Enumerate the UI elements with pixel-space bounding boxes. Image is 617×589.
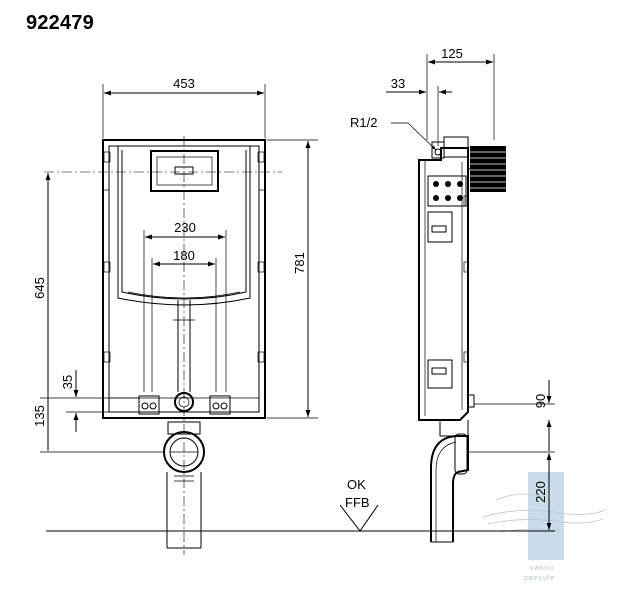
watermark-bar [528, 472, 564, 560]
floor-label-ffb: FFB [345, 495, 370, 510]
dim-453: 453 [173, 76, 195, 91]
front-dimensions: 453 230 180 781 645 35 135 [32, 76, 318, 453]
frame-outline [102, 139, 266, 419]
dim-781: 781 [292, 252, 307, 274]
foot-bracket-left [138, 395, 160, 415]
dim-33: 33 [391, 76, 405, 91]
dim-125: 125 [441, 46, 463, 61]
dim-220: 220 [533, 481, 548, 503]
floor-label-ok: OK [347, 477, 366, 492]
thread-label: R1/2 [350, 115, 377, 130]
side-dimensions: 125 33 R1/2 90 220 OK FFB [345, 46, 555, 530]
dim-35: 35 [60, 375, 75, 389]
watermark-text-2: paesule [524, 575, 556, 582]
dim-645: 645 [32, 277, 47, 299]
flush-plate-opening [150, 150, 219, 192]
front-view [44, 136, 282, 555]
dim-135: 135 [32, 405, 47, 427]
floor-marker [339, 504, 379, 532]
side-frame [418, 147, 469, 421]
dim-230: 230 [174, 220, 196, 235]
actuator-box [470, 146, 506, 192]
drawing-title: 922479 [26, 12, 94, 34]
foot-bracket-right [209, 395, 231, 415]
side-view [418, 136, 506, 543]
dim-180: 180 [173, 248, 195, 263]
dim-90: 90 [533, 394, 548, 408]
watermark-logo: vannu paesule [482, 472, 606, 582]
watermark-text-1: vannu [530, 565, 554, 572]
water-inlet [434, 148, 442, 156]
